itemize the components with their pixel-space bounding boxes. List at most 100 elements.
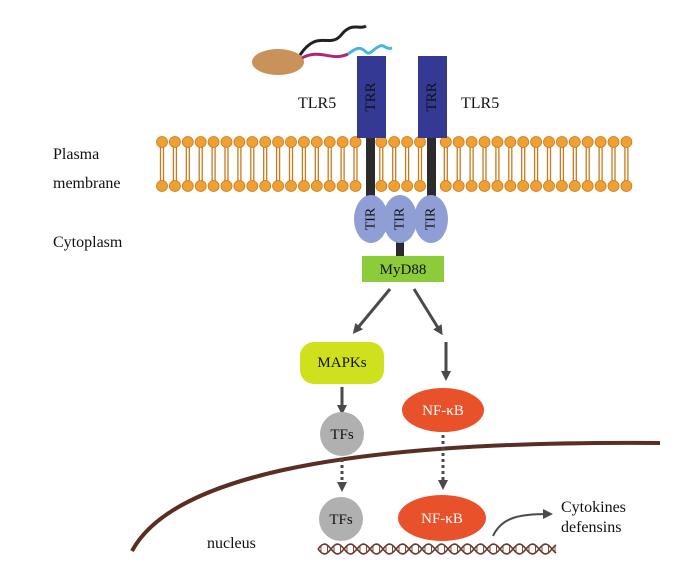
lipid-head [349, 136, 362, 148]
lipid-head [620, 136, 633, 148]
lipid-head [504, 180, 517, 192]
lipid-head [233, 180, 246, 192]
lipid-head [297, 180, 310, 192]
nfkb-bottom [398, 495, 486, 541]
lipid-head [607, 180, 620, 192]
lipid-head [310, 180, 323, 192]
lipid-head [323, 180, 336, 192]
nucleus-label: nucleus [207, 535, 256, 552]
trr-domain-right [418, 56, 447, 138]
lipid-head [259, 136, 272, 148]
lipid-head [401, 136, 414, 148]
tir-domain-3 [414, 195, 448, 243]
bacterium-body [252, 49, 304, 75]
tir-domains: TIR TIR TIR [354, 195, 448, 256]
lipid-head [349, 180, 362, 192]
lipid-head [285, 136, 297, 148]
flagellum-cyan [347, 44, 393, 56]
lipid-head [568, 136, 581, 148]
lipid-head [168, 180, 181, 192]
defensins-label: defensins [561, 519, 621, 536]
lipid-head [568, 180, 581, 192]
trr-label-right: TRR [424, 82, 440, 111]
tlr5-receptor-right: TRR [418, 56, 447, 202]
tir-linker [396, 236, 404, 256]
plasma-membrane-bilayer [156, 136, 633, 192]
lipid-head [414, 180, 426, 192]
lipid-head [336, 180, 349, 192]
lipid-head [401, 180, 414, 192]
lipid-head [594, 136, 607, 148]
lipid-head [156, 180, 168, 192]
lipid-head [465, 136, 478, 148]
lipid-head [246, 180, 259, 192]
lipid-head [181, 180, 194, 192]
tir-label-2: TIR [393, 207, 408, 230]
plasma-label: Plasma [53, 146, 99, 163]
dna-strand-1 [317, 543, 557, 555]
lipid-head [504, 136, 517, 148]
lipid-head [530, 136, 542, 148]
lipid-head [491, 180, 504, 192]
tir-domain-1 [354, 195, 388, 243]
tlr5-label-right: TLR5 [461, 95, 499, 112]
lipid-head [556, 136, 568, 148]
myd88-label: MyD88 [380, 262, 427, 278]
dna-helix [317, 543, 557, 555]
lipid-head [594, 180, 607, 192]
lipid-head [556, 180, 568, 192]
cytoplasm-label: Cytoplasm [53, 234, 123, 251]
lipid-head [233, 136, 246, 148]
lipid-head [272, 180, 285, 192]
arrow-to-nfkb-diagonal [412, 288, 443, 336]
tir-domain-2 [383, 195, 417, 243]
cytokines-label: Cytokines [561, 499, 626, 516]
lipid-head [478, 180, 491, 192]
lipid-head [297, 136, 310, 148]
tir-label-1: TIR [364, 207, 379, 230]
lipid-head [388, 136, 401, 148]
lipid-head [272, 136, 285, 148]
lipid-head [607, 136, 620, 148]
lipid-head [581, 136, 594, 148]
mapks-label: MAPKs [317, 355, 366, 371]
lipid-head [530, 180, 542, 192]
lipid-head [452, 136, 465, 148]
nfkb-bottom-label: NF-κB [421, 511, 463, 527]
lipid-head [336, 136, 349, 148]
trr-label-left: TRR [363, 82, 379, 111]
lipid-head [491, 136, 504, 148]
lipid-head [465, 180, 478, 192]
nfkb-top [402, 388, 484, 432]
lipid-head [375, 136, 388, 148]
lipid-head [310, 136, 323, 148]
flagellum-dark [298, 24, 367, 56]
lipid-head [375, 180, 388, 192]
lipid-head [323, 136, 336, 148]
flagellum-magenta [301, 52, 349, 60]
lipid-head [168, 136, 181, 148]
lipid-head [246, 136, 259, 148]
lipid-head [388, 180, 401, 192]
lipid-head [207, 136, 220, 148]
lipid-head [543, 136, 555, 148]
lipid-head [414, 136, 426, 148]
tfs-top-label: TFs [330, 427, 354, 443]
tfs-bottom-label: TFs [329, 512, 353, 528]
lipid-head [478, 136, 491, 148]
membrane-label: membrane [53, 175, 121, 192]
lipid-head [620, 180, 633, 192]
dna-strand-2 [317, 543, 557, 555]
lipid-head [181, 136, 194, 148]
lipid-head [439, 180, 452, 192]
receptor-stem-right [427, 132, 436, 202]
lipid-head [194, 136, 207, 148]
tfs-top [320, 412, 364, 456]
lipid-head [194, 180, 207, 192]
arrow-to-mapks [352, 288, 392, 334]
lipid-head [285, 180, 297, 192]
lipid-head [517, 136, 530, 148]
arrow-to-cytokines [492, 509, 553, 537]
lipid-head [581, 180, 594, 192]
